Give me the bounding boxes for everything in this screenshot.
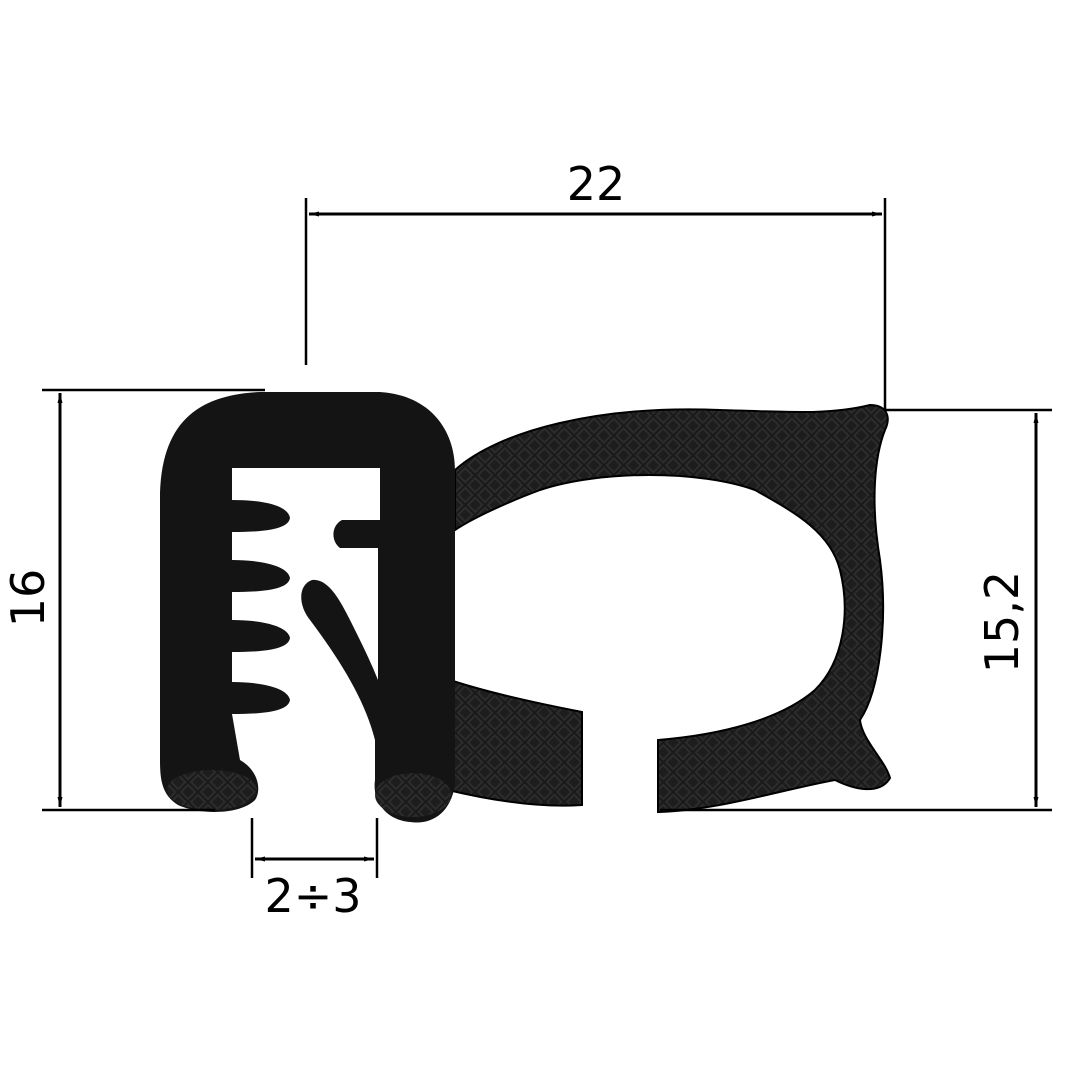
dimension-gap-bottom: 2÷3: [250, 818, 379, 923]
dimension-label-15-2: 15,2: [975, 571, 1029, 673]
dimension-width-top: 22: [304, 157, 887, 410]
dimension-label-22: 22: [567, 157, 626, 211]
dimension-label-16: 16: [1, 569, 55, 628]
seal-bulb: [446, 403, 892, 814]
clip-foot-right: [375, 773, 451, 817]
seal-clip: [160, 392, 455, 823]
dimension-height-right: 15,2: [660, 408, 1052, 812]
clip-foot-left: [167, 770, 257, 810]
dimension-label-2-3: 2÷3: [264, 869, 361, 923]
dimension-height-left: 16: [1, 388, 265, 812]
